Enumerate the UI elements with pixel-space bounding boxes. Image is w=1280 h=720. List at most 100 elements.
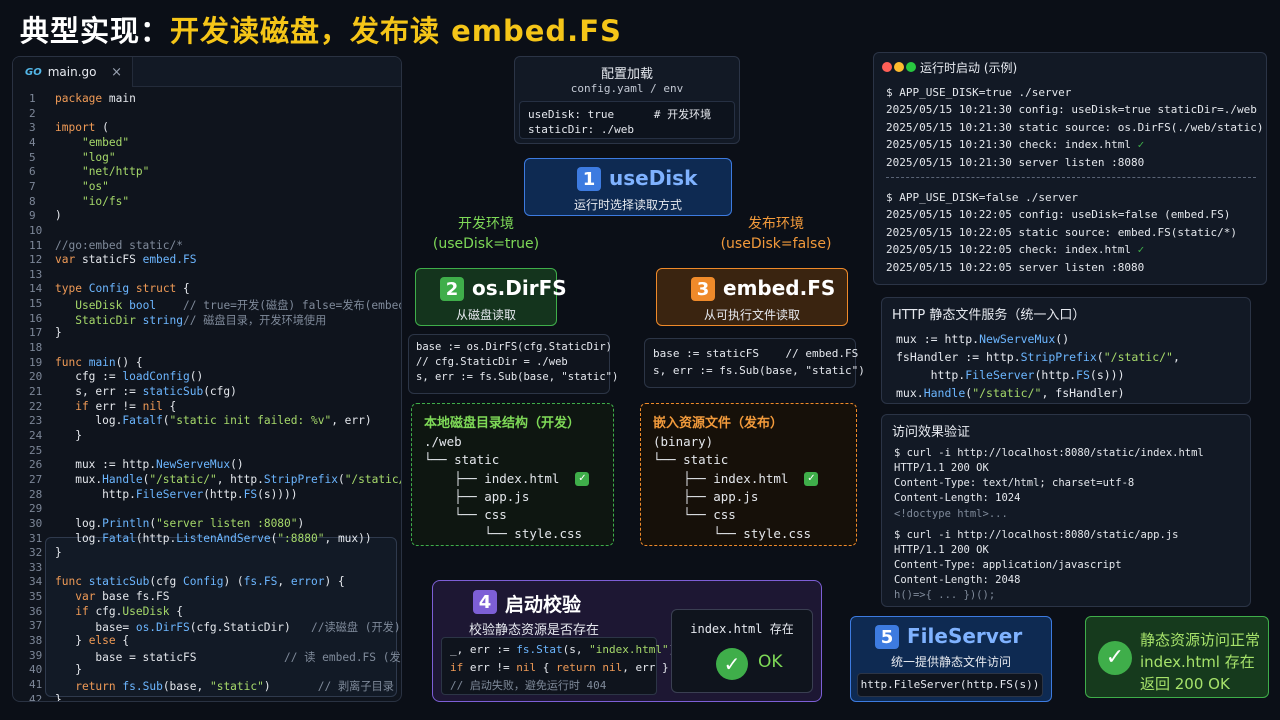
- code-line[interactable]: mux.Handle("/static/", http.StripPrefix(…: [55, 472, 401, 486]
- code-line[interactable]: log.Fatalf("static init failed: %v", err…: [55, 414, 372, 428]
- check-circle-icon: ✓: [716, 648, 748, 680]
- window-maximize-dot[interactable]: [906, 62, 916, 72]
- tab-label: main.go: [47, 65, 97, 79]
- dev-condition: (useDisk=true): [432, 236, 540, 252]
- line-number: 32: [29, 546, 43, 560]
- code-line[interactable]: import (: [55, 121, 109, 135]
- code-line[interactable]: type Config struct {: [55, 282, 190, 296]
- code-line[interactable]: http.FileServer(http.FS(s)))): [55, 487, 298, 501]
- node4-code: _, err := fs.Stat(s, "index.html") if er…: [441, 637, 675, 695]
- code-line[interactable]: var base fs.FS: [75, 590, 170, 604]
- code-line[interactable]: }: [55, 546, 62, 560]
- result-line2: index.html 存在: [1140, 653, 1255, 671]
- line-number: 6: [29, 165, 36, 179]
- line-number: 41: [29, 678, 43, 691]
- code-line[interactable]: } else {: [55, 634, 130, 648]
- staticsub-function-highlight: [45, 537, 397, 697]
- code-line[interactable]: func staticSub(cfg Config) (fs.FS, error…: [55, 575, 345, 589]
- tree-entry: ./web: [424, 434, 462, 449]
- check-circle-icon: ✓: [1098, 641, 1132, 675]
- line-number: 36: [29, 604, 43, 618]
- code-line[interactable]: //go:embed static/*: [55, 238, 183, 252]
- verify-title: 访问效果验证: [892, 425, 971, 440]
- code-line[interactable]: if cfg.UseDisk {: [75, 604, 184, 618]
- code-line[interactable]: "net/http": [81, 165, 150, 179]
- line-number: 35: [29, 590, 43, 604]
- code-line[interactable]: }: [55, 663, 82, 677]
- code-line[interactable]: log.Fatal(http.ListenAndServe(":8880", m…: [55, 531, 372, 545]
- node3-title: embed.FS: [723, 276, 836, 300]
- verify-line: $ curl -i http://localhost:8080/static/i…: [894, 447, 1204, 459]
- tree-entry: └── style.css: [424, 525, 583, 541]
- code-line[interactable]: }: [55, 428, 82, 442]
- code-line[interactable]: "io/fs": [81, 194, 130, 208]
- node5-code: http.FileServer(http.FS(s)): [857, 673, 1043, 697]
- embed-tree-title: 嵌入资源文件（发布）: [653, 416, 784, 431]
- line-number: 26: [29, 458, 43, 472]
- code-line[interactable]: cfg := loadConfig(): [55, 370, 204, 384]
- code-line[interactable]: s, err := staticSub(cfg): [55, 385, 237, 398]
- tree-entry: ├── app.js: [424, 488, 530, 504]
- line-number: 13: [29, 267, 43, 281]
- line-number: 5: [29, 150, 36, 164]
- verify-line: Content-Type: application/javascript: [894, 559, 1122, 571]
- result-box: ✓ 静态资源访问正常 index.html 存在 返回 200 OK: [1085, 616, 1269, 698]
- code-line[interactable]: "os": [81, 179, 109, 193]
- code-line[interactable]: base= os.DirFS(cfg.StaticDir) //读磁盘 (开发): [55, 621, 401, 635]
- step-badge-1: 1: [577, 167, 601, 191]
- line-number: 12: [29, 253, 43, 267]
- close-icon[interactable]: ×: [111, 64, 122, 80]
- code-line[interactable]: package main: [55, 92, 136, 105]
- line-number: 4: [29, 135, 36, 149]
- code-line[interactable]: log.Println("server listen :8080"): [55, 516, 305, 530]
- config-code: useDisk: true # 开发环境 staticDir: ./web: [519, 101, 735, 139]
- code-line[interactable]: UseDisk bool // true=开发(磁盘) false=发布(emb…: [75, 299, 401, 313]
- verify-line: h()=>{ ... })();: [894, 589, 996, 601]
- node4-subtitle: 校验静态资源是否存在: [469, 623, 600, 638]
- terminal-divider: [886, 177, 1256, 178]
- window-close-dot[interactable]: [882, 62, 892, 72]
- line-number: 9: [29, 209, 36, 223]
- code-line[interactable]: "embed": [81, 135, 130, 149]
- node-os-dirfs: 2 os.DirFS 从磁盘读取: [415, 268, 567, 326]
- line-number: 38: [29, 634, 43, 648]
- line-number: 16: [29, 311, 43, 325]
- step-badge-4: 4: [473, 590, 497, 614]
- code-line[interactable]: }: [55, 326, 62, 340]
- code-line[interactable]: if err != nil {: [75, 399, 177, 413]
- node5-title: FileServer: [907, 624, 1023, 648]
- verify-line: Content-Type: text/html; charset=utf-8: [894, 477, 1135, 489]
- page-title: 典型实现：开发读磁盘，发布读 embed.FS: [20, 8, 622, 50]
- http-panel: HTTP 静态文件服务（统一入口） mux := http.NewServeMu…: [881, 297, 1251, 404]
- tree-entry: ├── app.js: [653, 488, 759, 504]
- node-embed-fs: 3 embed.FS 从可执行文件读取: [656, 268, 848, 326]
- ok-box: index.html 存在 ✓ OK: [671, 609, 813, 693]
- config-title: 配置加载: [600, 67, 653, 82]
- title-part1: 典型实现：: [20, 14, 171, 48]
- window-minimize-dot[interactable]: [894, 62, 904, 72]
- code-line[interactable]: return fs.Sub(base, "static") // 剥离子目录: [75, 680, 394, 693]
- code-line[interactable]: }: [55, 692, 62, 702]
- code-line[interactable]: base = staticFS // 读 embed.FS (发布): [55, 650, 401, 664]
- code-line[interactable]: func main() {: [55, 355, 143, 369]
- line-number: 31: [29, 531, 43, 545]
- node4-title: 启动校验: [505, 594, 582, 616]
- code-line[interactable]: mux := http.NewServeMux(): [55, 458, 244, 472]
- code-line[interactable]: StaticDir string// 磁盘目录，开发环境使用: [75, 313, 327, 327]
- line-number: 24: [29, 428, 43, 442]
- line-number: 27: [29, 472, 43, 486]
- check-icon: ✓: [804, 472, 819, 487]
- line-number: 22: [29, 399, 43, 413]
- release-branch-label: 发布环境 (useDisk=false): [716, 214, 836, 254]
- line-number: 25: [29, 443, 43, 457]
- terminal-line: $ APP_USE_DISK=true ./server: [886, 86, 1072, 99]
- code-line[interactable]: "log": [81, 150, 116, 164]
- tree-entry: ├── index.html✓: [424, 471, 590, 487]
- tab-main-go[interactable]: GO main.go ×: [13, 57, 133, 87]
- code-line[interactable]: ): [55, 209, 62, 223]
- verify-line: HTTP/1.1 200 OK: [894, 462, 989, 474]
- embed-tree-panel: 嵌入资源文件（发布） (binary)└── static ├── index.…: [640, 403, 857, 546]
- line-number: 10: [29, 223, 43, 237]
- code-line[interactable]: var staticFS embed.FS: [55, 253, 197, 267]
